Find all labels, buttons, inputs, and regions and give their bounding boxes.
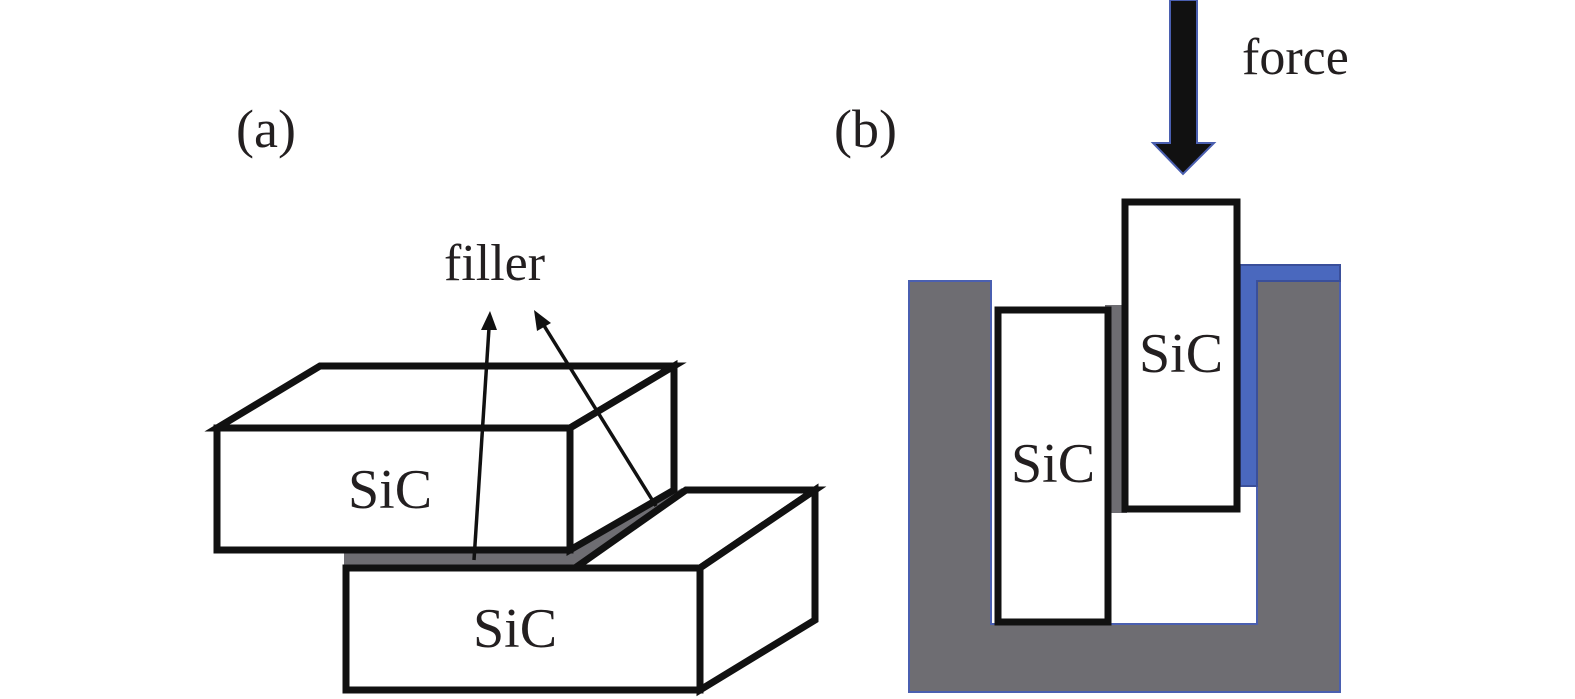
left-block-label: SiC xyxy=(1011,433,1095,495)
lower-block-label: SiC xyxy=(473,598,557,660)
panel-b-label: (b) xyxy=(834,99,897,159)
left-sic-block xyxy=(994,306,1112,626)
upper-block-front-face xyxy=(213,424,574,554)
filler-arrow-1 xyxy=(472,327,491,561)
force-arrow xyxy=(1150,0,1217,176)
filler-label: filler xyxy=(444,235,545,292)
filler-arrows xyxy=(472,310,658,561)
panel-a-label: (a) xyxy=(236,99,296,159)
filler-arrow-2-head xyxy=(534,310,551,331)
upper-sic-block xyxy=(204,359,687,557)
right-sic-block xyxy=(1121,198,1241,513)
force-label: force xyxy=(1242,29,1349,86)
upper-block-label: SiC xyxy=(348,459,432,521)
lower-sic-block xyxy=(342,483,827,697)
panel-b: (b) SiC SiC force xyxy=(834,0,1349,693)
lower-block-front-face xyxy=(342,564,704,694)
panel-a: (a) SiC SiC filler xyxy=(204,99,827,697)
filler-arrow-2 xyxy=(541,323,658,507)
filler-arrow-1-head xyxy=(481,311,497,330)
right-block-label: SiC xyxy=(1139,323,1223,385)
